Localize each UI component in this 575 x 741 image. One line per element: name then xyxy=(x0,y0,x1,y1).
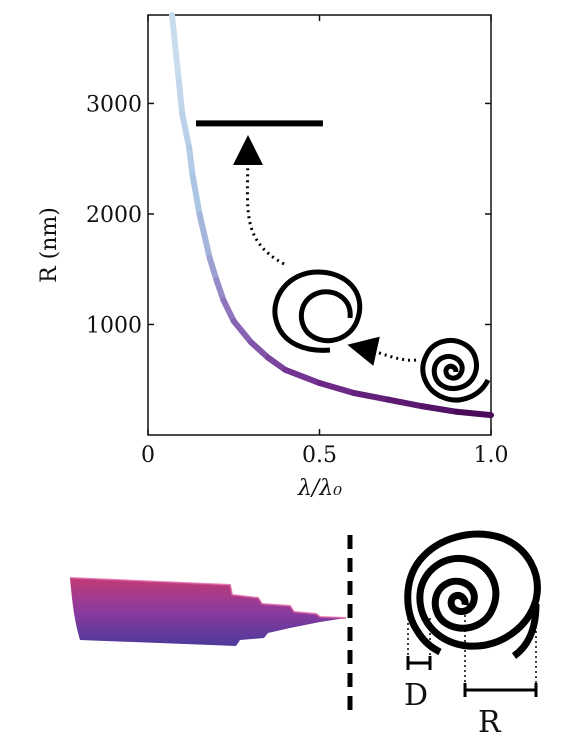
x-axis-ticks: 0 0.5 1.0 xyxy=(141,15,509,468)
curve-segment xyxy=(186,144,196,179)
curve-segment xyxy=(213,277,227,304)
curve-segment xyxy=(247,339,272,361)
stepped-shape xyxy=(69,577,347,646)
x-tick-label: 0.5 xyxy=(302,443,337,468)
small-spiral-icon xyxy=(420,338,491,403)
curve-segment xyxy=(179,111,193,151)
label-d: D xyxy=(404,678,428,713)
label-r: R xyxy=(478,705,502,740)
curve-segment xyxy=(419,403,460,415)
curve-segment xyxy=(196,210,213,262)
curve-segment xyxy=(206,255,220,284)
curve-segment xyxy=(265,354,289,373)
x-tick-label: 1.0 xyxy=(474,443,509,468)
x-tick-label: 0 xyxy=(141,443,155,468)
y-axis-ticks: 1000 2000 3000 xyxy=(86,92,491,338)
arrow-to-spiral xyxy=(347,336,417,366)
spiral-diagram: D R xyxy=(404,530,541,740)
chart-panel: 1000 2000 3000 0 0.5 1.0 R (nm) λ/λ₀ xyxy=(37,12,509,501)
curve-segment xyxy=(453,408,494,419)
curve-segment xyxy=(220,297,237,325)
curve-segment xyxy=(230,318,254,346)
y-tick-label: 3000 xyxy=(86,92,142,117)
x-axis-label: λ/λ₀ xyxy=(297,476,342,501)
y-axis-label: R (nm) xyxy=(37,207,62,283)
curve-segment xyxy=(350,390,392,403)
y-tick-label: 1000 xyxy=(86,313,142,338)
curve-segment xyxy=(385,396,426,410)
big-spiral-icon xyxy=(404,530,541,659)
y-tick-label: 2000 xyxy=(86,203,142,228)
arrow-to-line xyxy=(232,135,285,266)
curve-segment xyxy=(316,380,357,396)
curve-segment xyxy=(282,366,323,387)
curve-segment xyxy=(169,12,182,85)
large-spiral-icon xyxy=(272,269,363,353)
curve-segment xyxy=(189,172,203,217)
series-curve xyxy=(169,12,494,419)
curve-segment xyxy=(175,78,186,118)
